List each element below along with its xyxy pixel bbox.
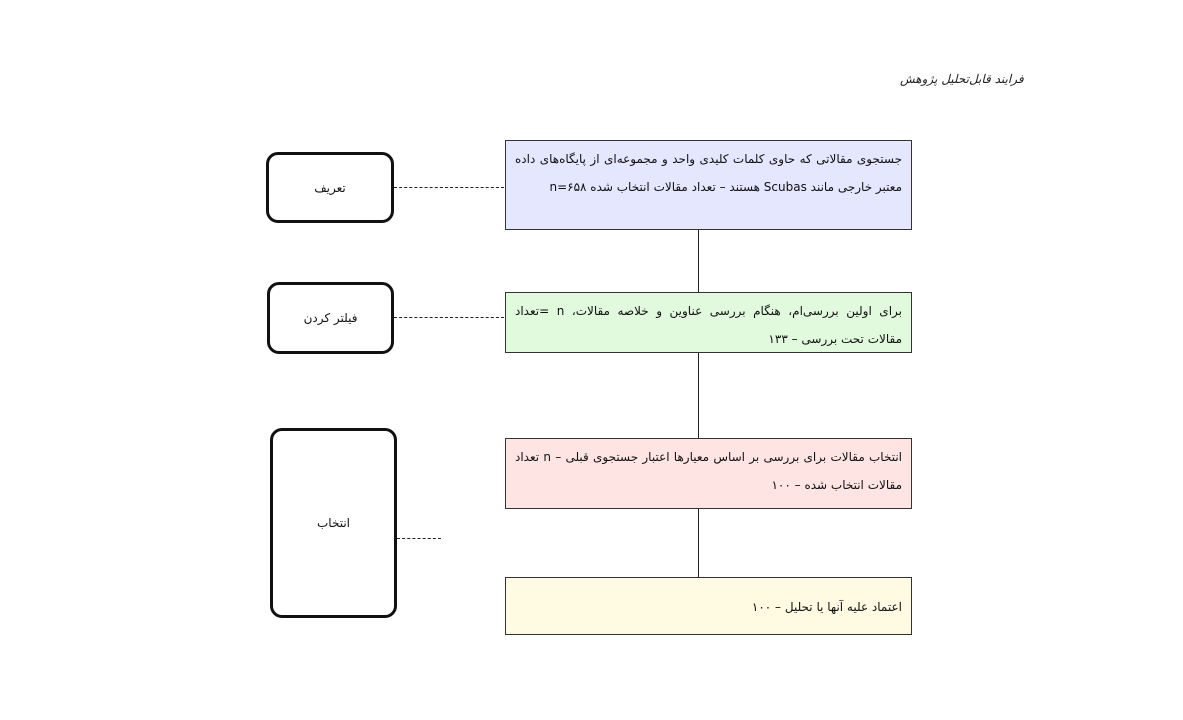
dashed-connector bbox=[394, 317, 504, 318]
dashed-connector bbox=[394, 187, 504, 188]
flow-line bbox=[698, 230, 699, 292]
stage-label: انتخاب bbox=[317, 516, 350, 530]
process-text: اعتماد علیه آنها یا تحلیل – ۱۰۰ bbox=[751, 600, 902, 614]
process-box-search: جستجوی مقالاتی که حاوی کلمات کلیدی واحد … bbox=[505, 140, 912, 230]
flow-line bbox=[698, 353, 699, 438]
stage-label: تعریف bbox=[314, 180, 346, 195]
process-box-analysis: اعتماد علیه آنها یا تحلیل – ۱۰۰ bbox=[505, 577, 912, 635]
process-text: برای اولین بررسی‌ام، هنگام بررسی عناوین … bbox=[515, 304, 902, 346]
process-box-selection: انتخاب مقالات برای بررسی بر اساس معیارها… bbox=[505, 438, 912, 509]
stage-box-filtering: فیلتر کردن bbox=[267, 282, 394, 354]
process-text: انتخاب مقالات برای بررسی بر اساس معیارها… bbox=[515, 450, 903, 492]
stage-box-definition: تعریف bbox=[266, 152, 394, 223]
flow-line bbox=[698, 509, 699, 577]
process-text: جستجوی مقالاتی که حاوی کلمات کلیدی واحد … bbox=[515, 152, 902, 194]
process-box-screening: برای اولین بررسی‌ام، هنگام بررسی عناوین … bbox=[505, 292, 912, 353]
dashed-connector bbox=[397, 538, 441, 539]
diagram-title: فرایند قابل‌تحلیل پژوهش bbox=[900, 72, 1024, 86]
stage-label: فیلتر کردن bbox=[303, 311, 358, 325]
stage-box-selection: انتخاب bbox=[270, 428, 397, 618]
